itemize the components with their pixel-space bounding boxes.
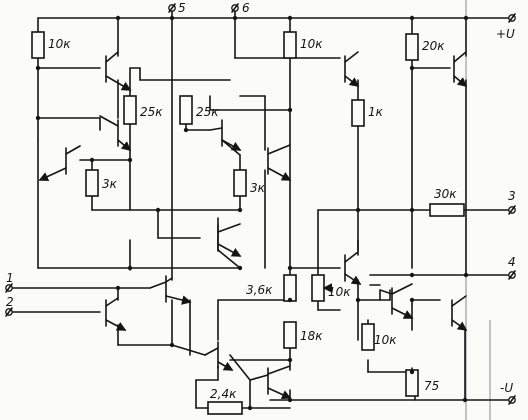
label-3k-left: 3к (102, 177, 118, 191)
terminal-3[interactable] (508, 205, 516, 215)
resistor-25k-left (123, 95, 137, 125)
transistor-q13 (249, 365, 292, 400)
resistor-10k-mid (283, 31, 297, 59)
terminal-4[interactable] (508, 270, 516, 280)
label-3k-right: 3к (250, 181, 266, 195)
label-1k: 1к (368, 105, 384, 119)
label-25k-right: 25к (196, 105, 219, 119)
label-3-6k: 3,6к (246, 283, 273, 297)
resistor-25k-right (179, 95, 193, 125)
transistor-q4 (209, 119, 242, 151)
label-10k-top: 10к (48, 37, 71, 51)
resistor-18k (283, 321, 297, 349)
terminal-2[interactable] (5, 307, 13, 317)
label-10k-mid: 10к (300, 37, 323, 51)
resistor-20k (405, 33, 419, 61)
label-20k: 20к (422, 39, 445, 53)
terminal-6[interactable] (231, 3, 239, 13)
second-stage-wiring (209, 57, 291, 301)
transistor-q3 (38, 145, 81, 182)
label-vminus: -U (500, 381, 513, 395)
transistor-q14 (379, 283, 414, 319)
output-stage-wiring (289, 59, 511, 374)
label-terminal-6: 6 (242, 1, 250, 15)
label-25k-left: 25к (140, 105, 163, 119)
resistor-30k (429, 203, 465, 217)
transistor-q10 (149, 275, 192, 305)
resistor-2-4k (207, 401, 243, 415)
transistor-q15 (451, 295, 468, 331)
resistor-10k-top (31, 31, 45, 59)
label-terminal-3: 3 (508, 189, 516, 203)
resistor-1k (351, 99, 365, 127)
label-2-4k: 2,4к (210, 387, 237, 401)
resistor-3k-right (233, 169, 247, 197)
terminal-1[interactable] (5, 283, 13, 293)
label-vplus: +U (496, 27, 515, 41)
label-18k: 18к (300, 329, 323, 343)
resistor-3-6k (283, 274, 297, 302)
junction-dots (35, 15, 469, 411)
label-terminal-4: 4 (508, 255, 516, 269)
terminal-vplus[interactable] (508, 13, 516, 23)
transistor-q6 (217, 223, 242, 257)
terminal-5[interactable] (168, 3, 176, 13)
label-terminal-2: 2 (6, 295, 14, 309)
transistor-q2 (99, 115, 132, 152)
label-terminal-1: 1 (6, 271, 14, 285)
transistor-q11 (105, 297, 127, 331)
transistor-q12 (204, 341, 234, 371)
label-terminal-5: 5 (178, 1, 186, 15)
potentiometer-10k (311, 274, 325, 302)
transistor-q7 (344, 51, 360, 87)
transistor-q1 (105, 51, 132, 91)
resistor-10k-bottom (361, 323, 375, 351)
resistor-3k-left (85, 169, 99, 197)
terminal-vminus[interactable] (508, 395, 516, 405)
label-30k: 30к (434, 187, 457, 201)
label-10k-bottom: 10к (374, 333, 397, 347)
transistor-q5 (267, 144, 292, 181)
label-10k-pot: 10к (328, 285, 351, 299)
transistor-q8 (453, 51, 468, 88)
transistor-q9 (344, 251, 362, 285)
label-75: 75 (424, 379, 439, 393)
